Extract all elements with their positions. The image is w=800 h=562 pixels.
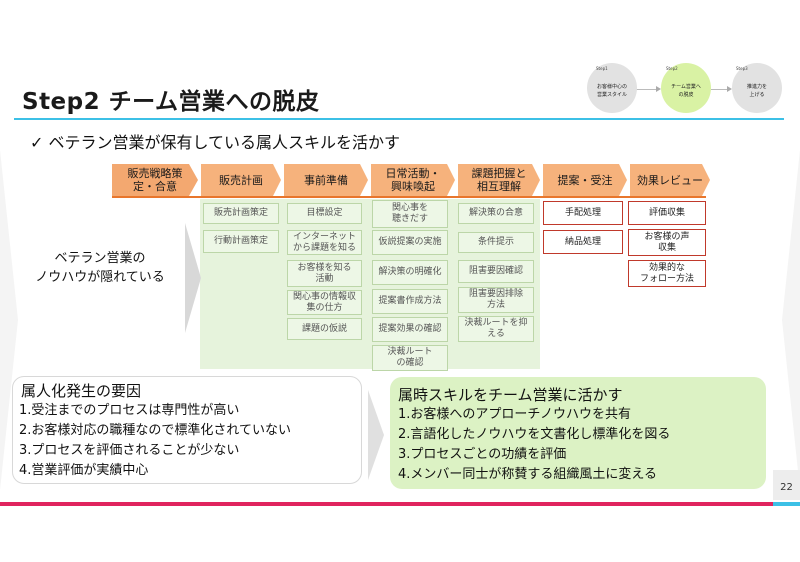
task-cell: 提案効果の確認 [372,317,448,342]
task-cell: 条件提示 [458,232,534,253]
task-cell: お客様を知る活動 [287,260,362,287]
task-cell: 決裁ルートの確認 [372,345,448,371]
task-cell-highlight: 効果的なフォロー方法 [628,260,706,287]
arrow-right-icon [727,86,732,92]
process-header-strategy: 販売戦略策定・合意 [112,164,198,196]
causes-list: 1.受注までのプロセスは専門性が高い 2.お客様対応の職種なので標準化されていな… [19,401,291,481]
task-cell: 関心事の情報収集の仕方 [287,290,362,315]
footer-bar-red [0,502,773,506]
task-cell: 仮説提案の実施 [372,230,448,255]
solutions-item: 2.言語化したノウハウを文書化し標準化を図る [398,427,671,442]
causes-item: 1.受注までのプロセスは専門性が高い [19,403,240,418]
step-connector [636,89,658,90]
process-header-daily-activity: 日常活動・興味喚起 [371,164,455,196]
step-3-tag: Step3 [736,66,748,71]
task-cell: 阻害要因排除方法 [458,287,534,313]
step-1-circle [587,63,637,113]
hidden-knowhow-label: ベテラン営業のノウハウが隠れている [35,251,165,285]
arrow-right-icon [656,86,661,92]
task-cell-highlight: 評価収集 [628,201,706,225]
page-number-box [773,470,800,500]
task-cell: 解決策の合意 [458,203,534,224]
footer-bar-blue [773,502,800,506]
task-cell: 販売計画策定 [203,203,279,224]
solutions-list: 1.お客様へのアプローチノウハウを共有 2.言語化したノウハウを文書化し標準化を… [398,405,670,485]
process-header-issue-understanding: 課題把握と相互理解 [458,164,540,196]
page-title: Step2 チーム営業への脱皮 [22,89,320,115]
step-connector [711,89,729,90]
solutions-title: 属時スキルをチーム営業に活かす [398,386,623,404]
causes-box: 属人化発生の要因 1.受注までのプロセスは専門性が高い 2.お客様対応の職種なの… [12,376,362,484]
step-3-circle [732,63,782,113]
hidden-knowhow-region [200,199,540,369]
task-cell: 提案書作成方法 [372,289,448,314]
causes-item: 4.営業評価が実績中心 [19,463,149,478]
arrow-right-icon [368,390,384,480]
title-underline [14,118,784,120]
step-1-tag: Step1 [596,66,608,71]
task-cell-highlight: 手配処理 [543,201,623,225]
process-header-effect-review: 効果レビュー [630,164,710,196]
process-header-sales-plan: 販売計画 [201,164,281,196]
task-cell: 決裁ルートを抑える [458,316,534,342]
task-cell: 課題の仮説 [287,318,362,340]
task-cell: 解決策の明確化 [372,260,448,285]
causes-item: 3.プロセスを評価されることが少ない [19,443,240,458]
pointer-arrow [185,223,201,333]
solutions-item: 3.プロセスごとの功績を評価 [398,447,567,462]
task-cell: 行動計画策定 [203,230,279,253]
step-2-label: チーム営業への脱皮 [671,84,701,98]
task-cell: インターネットから課題を知る [287,230,362,255]
process-header-preparation: 事前準備 [284,164,368,196]
task-cell: 阻害要因確認 [458,260,534,283]
causes-title: 属人化発生の要因 [21,382,142,400]
causes-item: 2.お客様対応の職種なので標準化されていない [19,423,292,438]
step-3-label: 推進力を上げる [746,84,767,98]
page-subtitle: ✓ ベテラン営業が保有している属人スキルを活かす [30,133,401,152]
task-cell-highlight: 納品処理 [543,230,623,254]
page-number: 22 [780,482,793,493]
step-2-tag: Step2 [666,66,678,71]
step-2-circle [661,63,711,113]
solutions-item: 1.お客様へのアプローチノウハウを共有 [398,407,632,422]
solutions-box: 属時スキルをチーム営業に活かす 1.お客様へのアプローチノウハウを共有 2.言語… [390,377,766,489]
solutions-item: 4.メンバー同士が称賛する組織風土に変える [398,467,658,482]
task-cell: 目標設定 [287,203,362,224]
task-cell-highlight: お客様の声収集 [628,229,706,256]
background-right-chevron [782,150,800,490]
task-cell: 関心事を聴きだす [372,200,448,228]
step-1-label: お客様中心の営業スタイル [596,84,627,98]
process-underline [112,196,706,198]
process-header-proposal-order: 提案・受注 [543,164,627,196]
